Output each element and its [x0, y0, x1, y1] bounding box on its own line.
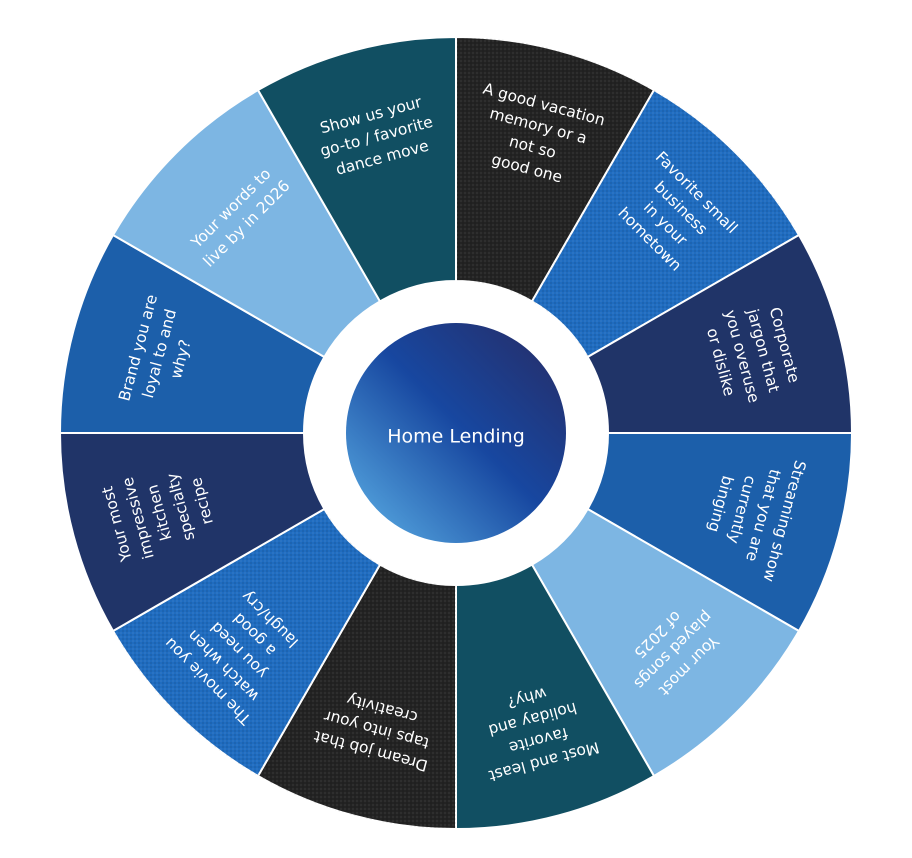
segment-shape [586, 432, 854, 633]
segment-shape [58, 233, 326, 434]
segment-label: Corporatejargon thatyou overuseor dislik… [700, 297, 806, 411]
segment-shape [530, 507, 801, 778]
segment-shape [586, 233, 854, 434]
wheel-segment-brand-loyal: Brand you areloyal to andwhy? [58, 233, 326, 434]
wheel-segment-movie: The movie youwatch whenyou needa goodlau… [111, 507, 382, 778]
segment-shape [58, 432, 326, 633]
wheel-segment-dream-job: Dream job thattaps into yourcreativity [256, 563, 457, 831]
wheel-segment-played-songs: Your mostplayed songsof 2025 [530, 507, 801, 778]
segment-texture [456, 37, 654, 302]
segment-shape [256, 35, 457, 303]
segment-label: Favorite smallbusinessin yourhometown [605, 148, 741, 284]
segment-texture [258, 564, 456, 829]
wheel-segment-corporate-jargon: Corporatejargon thatyou overuseor dislik… [586, 233, 854, 434]
segment-texture [532, 90, 799, 357]
wheel-segment-small-business: Favorite smallbusinessin yourhometown [530, 88, 801, 359]
wheel-segment-streaming-show: Streaming showthat you arecurrentlybingi… [586, 432, 854, 633]
wheel-segment-vacation-memory: A good vacationmemory or anot sogood one [455, 35, 656, 303]
segment-shape [455, 563, 656, 831]
wheel-segment-kitchen-recipe: Your mostimpressivekitchenspecialtyrecip… [58, 432, 326, 633]
segment-texture [113, 509, 380, 776]
wheel-segment-dance-move: Show us yourgo-to / favoritedance move [256, 35, 457, 303]
center-label: Home Lending [387, 426, 525, 448]
center-disc [346, 323, 566, 543]
wheel-segment-favorite-holiday: Most and leastfavoriteholiday andwhy? [455, 563, 656, 831]
segment-shape [111, 88, 382, 359]
wheel-segment-words-to-live-by: Your words tolive by in 2026 [111, 88, 382, 359]
wheel-segments: A good vacationmemory or anot sogood one… [58, 35, 854, 831]
